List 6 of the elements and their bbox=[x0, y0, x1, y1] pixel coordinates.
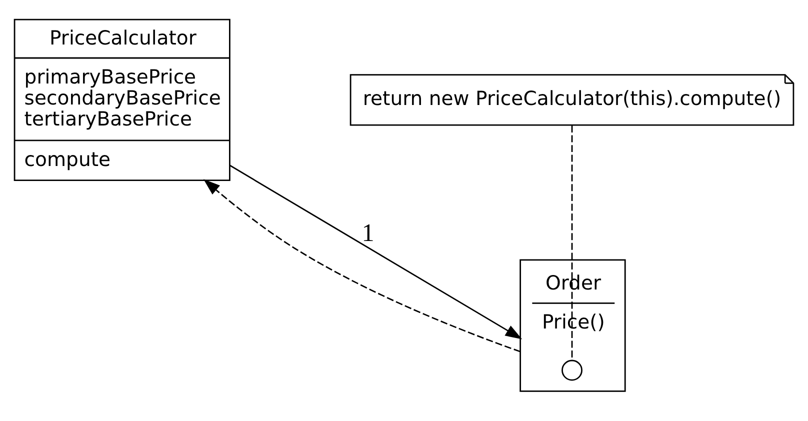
edge-label: 1 bbox=[362, 219, 374, 246]
connector bbox=[571, 125, 573, 360]
arrow bbox=[230, 164, 522, 339]
arrow bbox=[203, 178, 521, 352]
node-circle bbox=[562, 359, 582, 380]
cluster: Order Price() bbox=[520, 258, 626, 392]
